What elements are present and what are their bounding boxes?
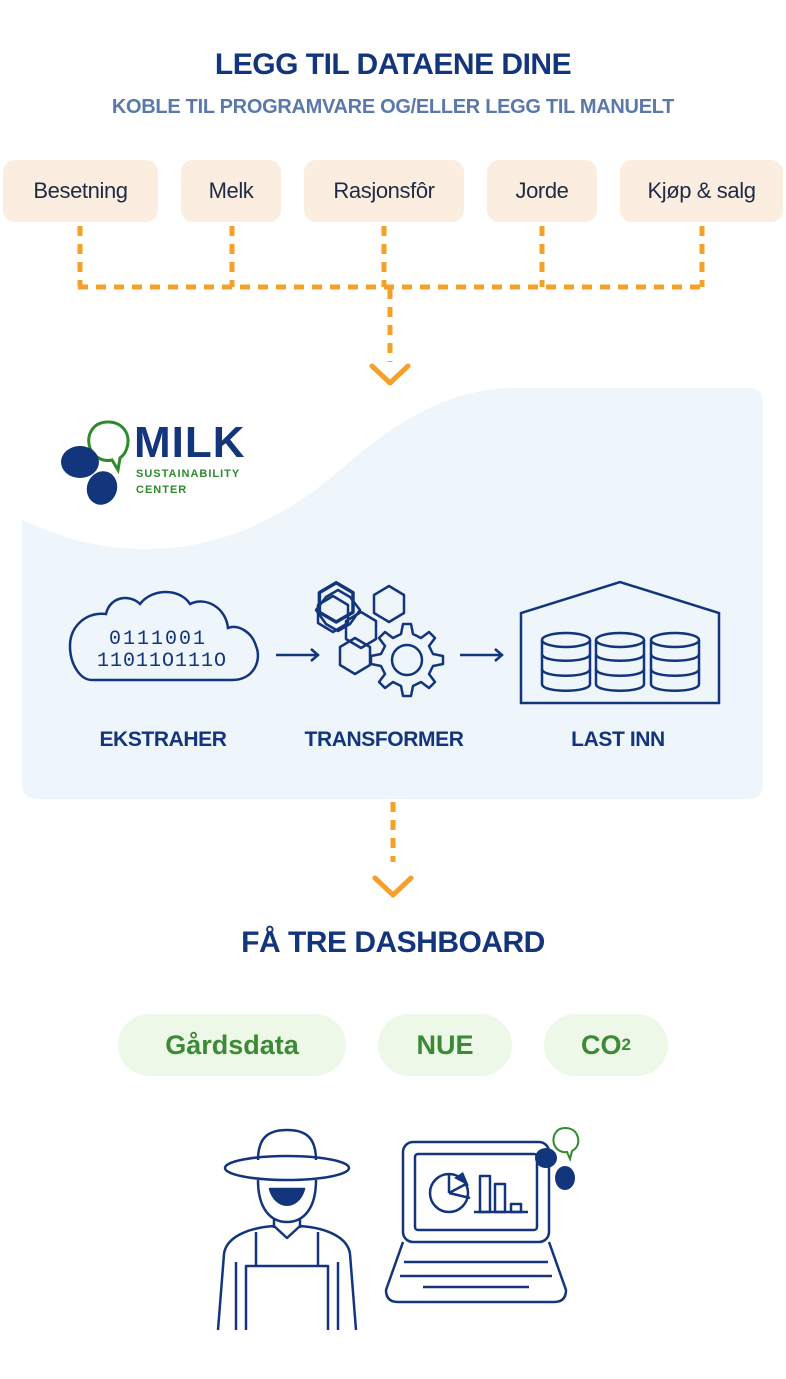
binary-row-2: 11011O111O [97, 650, 227, 673]
arrow-down-icon [369, 363, 411, 386]
dashboard-title: FÅ TRE DASHBOARD [241, 926, 545, 959]
step-load-label: LAST INN [571, 728, 665, 751]
co2-subscript: 2 [621, 1035, 631, 1054]
page-title: LEGG TIL DATAENE DINE [214, 48, 572, 81]
source-jorde[interactable]: Jorde [487, 160, 597, 222]
cloud-icon [68, 590, 260, 682]
dashboard-pill-gardsdata[interactable]: Gårdsdata [118, 1014, 346, 1076]
source-connectors [77, 226, 705, 862]
milk-logo-icon [61, 420, 130, 505]
dashboard-pill-nue[interactable]: NUE [378, 1014, 512, 1076]
arrow-right-icon [276, 648, 320, 662]
source-melk[interactable]: Melk [181, 160, 281, 222]
laptop-dashboard-icon [384, 1140, 568, 1304]
etl-panel [22, 388, 763, 799]
hexagon-gear-icon [314, 581, 445, 698]
arrow-down-icon [372, 875, 414, 898]
farmer-icon [216, 1128, 358, 1331]
source-kjop-salg[interactable]: Kjøp & salg [620, 160, 783, 222]
source-rasjonsfor[interactable]: Rasjonsfôr [304, 160, 464, 222]
logo-name: MILK [134, 418, 246, 467]
co2-label: CO [581, 1029, 622, 1060]
step-extract-label: EKSTRAHER [99, 728, 227, 751]
arrow-right-icon [460, 648, 504, 662]
page-subtitle: KOBLE TIL PROGRAMVARE OG/ELLER LEGG TIL … [111, 96, 675, 118]
milk-logo-mini-icon [535, 1126, 580, 1190]
logo-subtitle-line1: SUSTAINABILITY [136, 468, 241, 480]
source-besetning[interactable]: Besetning [3, 160, 158, 222]
warehouse-database-icon [519, 580, 721, 705]
logo-subtitle-line2: CENTER [136, 484, 188, 496]
step-transform-label: TRANSFORMER [304, 728, 464, 751]
binary-row-1: 0111001 [109, 628, 207, 651]
